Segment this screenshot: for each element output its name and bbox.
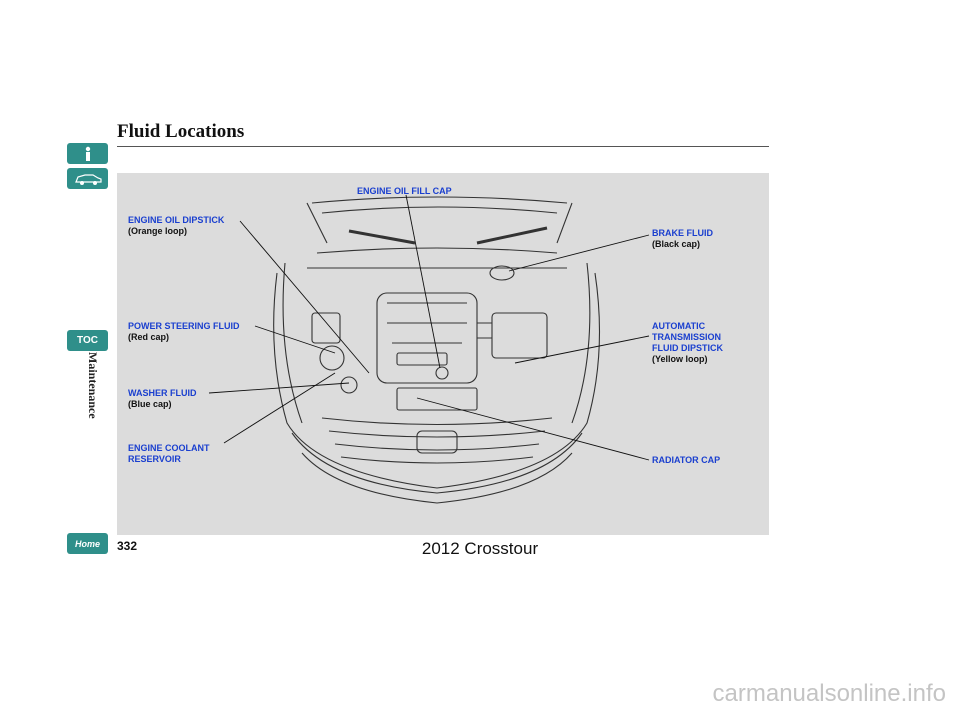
toc-button[interactable]: TOC <box>67 330 108 351</box>
title-divider <box>117 146 769 147</box>
coolant-label-line2: RESERVOIR <box>128 454 181 464</box>
atf-label-line1: AUTOMATIC <box>652 321 706 331</box>
atf-label-line3: FLUID DIPSTICK <box>652 343 723 353</box>
home-label: Home <box>74 538 100 549</box>
engine-oil-dipstick-note: (Orange loop) <box>128 226 187 236</box>
coolant-label-line1: ENGINE COOLANT <box>128 443 210 453</box>
radiator-cap-label: RADIATOR CAP <box>652 455 721 465</box>
page-title: Fluid Locations <box>117 121 245 142</box>
page-number: 332 <box>117 539 138 553</box>
atf-label-line2: TRANSMISSION <box>652 332 722 342</box>
car-icon <box>74 173 102 185</box>
atf-note: (Yellow loop) <box>652 354 708 364</box>
footer-text: 2012 Crosstour <box>421 539 539 558</box>
vehicle-nav-button[interactable] <box>67 168 108 189</box>
engine-oil-dipstick-label: ENGINE OIL DIPSTICK <box>128 215 225 225</box>
info-icon <box>85 146 90 161</box>
power-steering-note: (Red cap) <box>128 332 170 342</box>
home-button[interactable]: Home <box>67 533 108 554</box>
site-watermark: carmanualsonline.info <box>712 680 946 707</box>
section-tab: Maintenance <box>86 352 100 419</box>
washer-fluid-note: (Blue cap) <box>128 399 172 409</box>
brake-fluid-note: (Black cap) <box>652 239 701 249</box>
washer-fluid-label: WASHER FLUID <box>128 388 197 398</box>
engine-diagram-panel: ENGINE OIL FILL CAP ENGINE OIL DIPSTICK … <box>117 173 769 535</box>
power-steering-fluid-label: POWER STEERING FLUID <box>128 321 240 331</box>
engine-bay-illustration <box>208 194 650 504</box>
info-nav-button[interactable] <box>67 143 108 164</box>
brake-fluid-label: BRAKE FLUID <box>652 228 713 238</box>
engine-oil-fill-cap-label: ENGINE OIL FILL CAP <box>357 186 452 196</box>
toc-label: TOC <box>77 335 98 346</box>
